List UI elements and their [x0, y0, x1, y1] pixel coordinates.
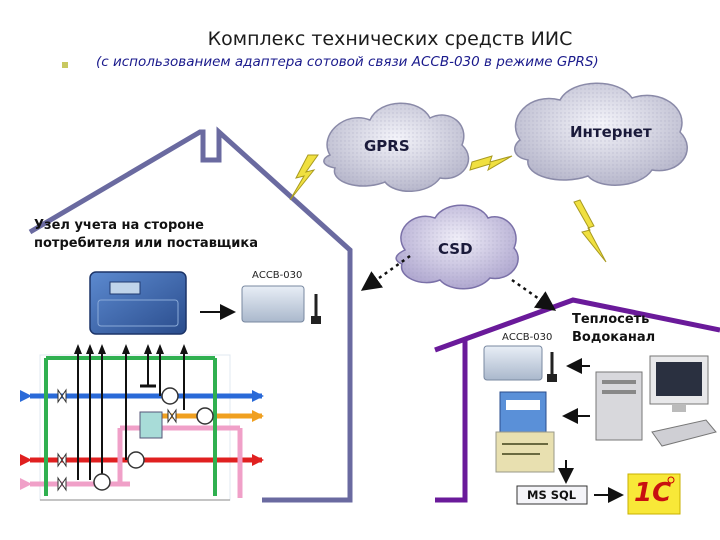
provider-node-label-line1: Теплосеть	[572, 312, 650, 327]
slide-subtitle: (с использованием адаптера сотовой связи…	[96, 54, 599, 70]
internet-cloud	[514, 82, 688, 186]
csd-cloud-label: CSD	[438, 240, 473, 258]
ms-sql-label: MS SQL	[527, 488, 577, 502]
slide-title: Комплекс технических средств ИИС	[207, 28, 573, 50]
lightning-bolt-icon	[289, 154, 319, 201]
csd-to-consumer-arrow	[360, 254, 411, 291]
pipe-scheme	[20, 344, 264, 501]
lightning-bolt-icon	[469, 155, 513, 172]
provider-modem-device	[483, 345, 557, 382]
lightning-bolt-icon	[573, 199, 607, 263]
csd-cloud	[395, 204, 519, 290]
provider-adapter-label: АССВ-030	[502, 332, 553, 343]
provider-node-label-line2: Водоканал	[572, 330, 656, 345]
software-package-icon	[495, 391, 555, 473]
internet-cloud-label: Интернет	[570, 123, 652, 141]
consumer-adapter-label: АССВ-030	[252, 270, 303, 281]
csd-to-provider-arrow	[511, 278, 557, 311]
gprs-cloud	[323, 102, 470, 193]
logo-1c	[627, 473, 681, 515]
gprs-cloud-label: GPRS	[364, 137, 410, 155]
consumer-node-label-line1: Узел учета на стороне	[34, 218, 204, 233]
consumer-house-outline	[28, 126, 353, 503]
consumer-node-label-line2: потребителя или поставщика	[34, 236, 258, 251]
consumer-modem-device	[241, 285, 321, 324]
bullet-marker	[62, 62, 68, 68]
server-computer-icon	[595, 355, 717, 447]
ms-sql-box	[516, 485, 588, 505]
provider-house-outline	[434, 297, 720, 503]
logo-1c-label: 1С	[634, 478, 672, 508]
heat-meter-device	[89, 271, 187, 335]
